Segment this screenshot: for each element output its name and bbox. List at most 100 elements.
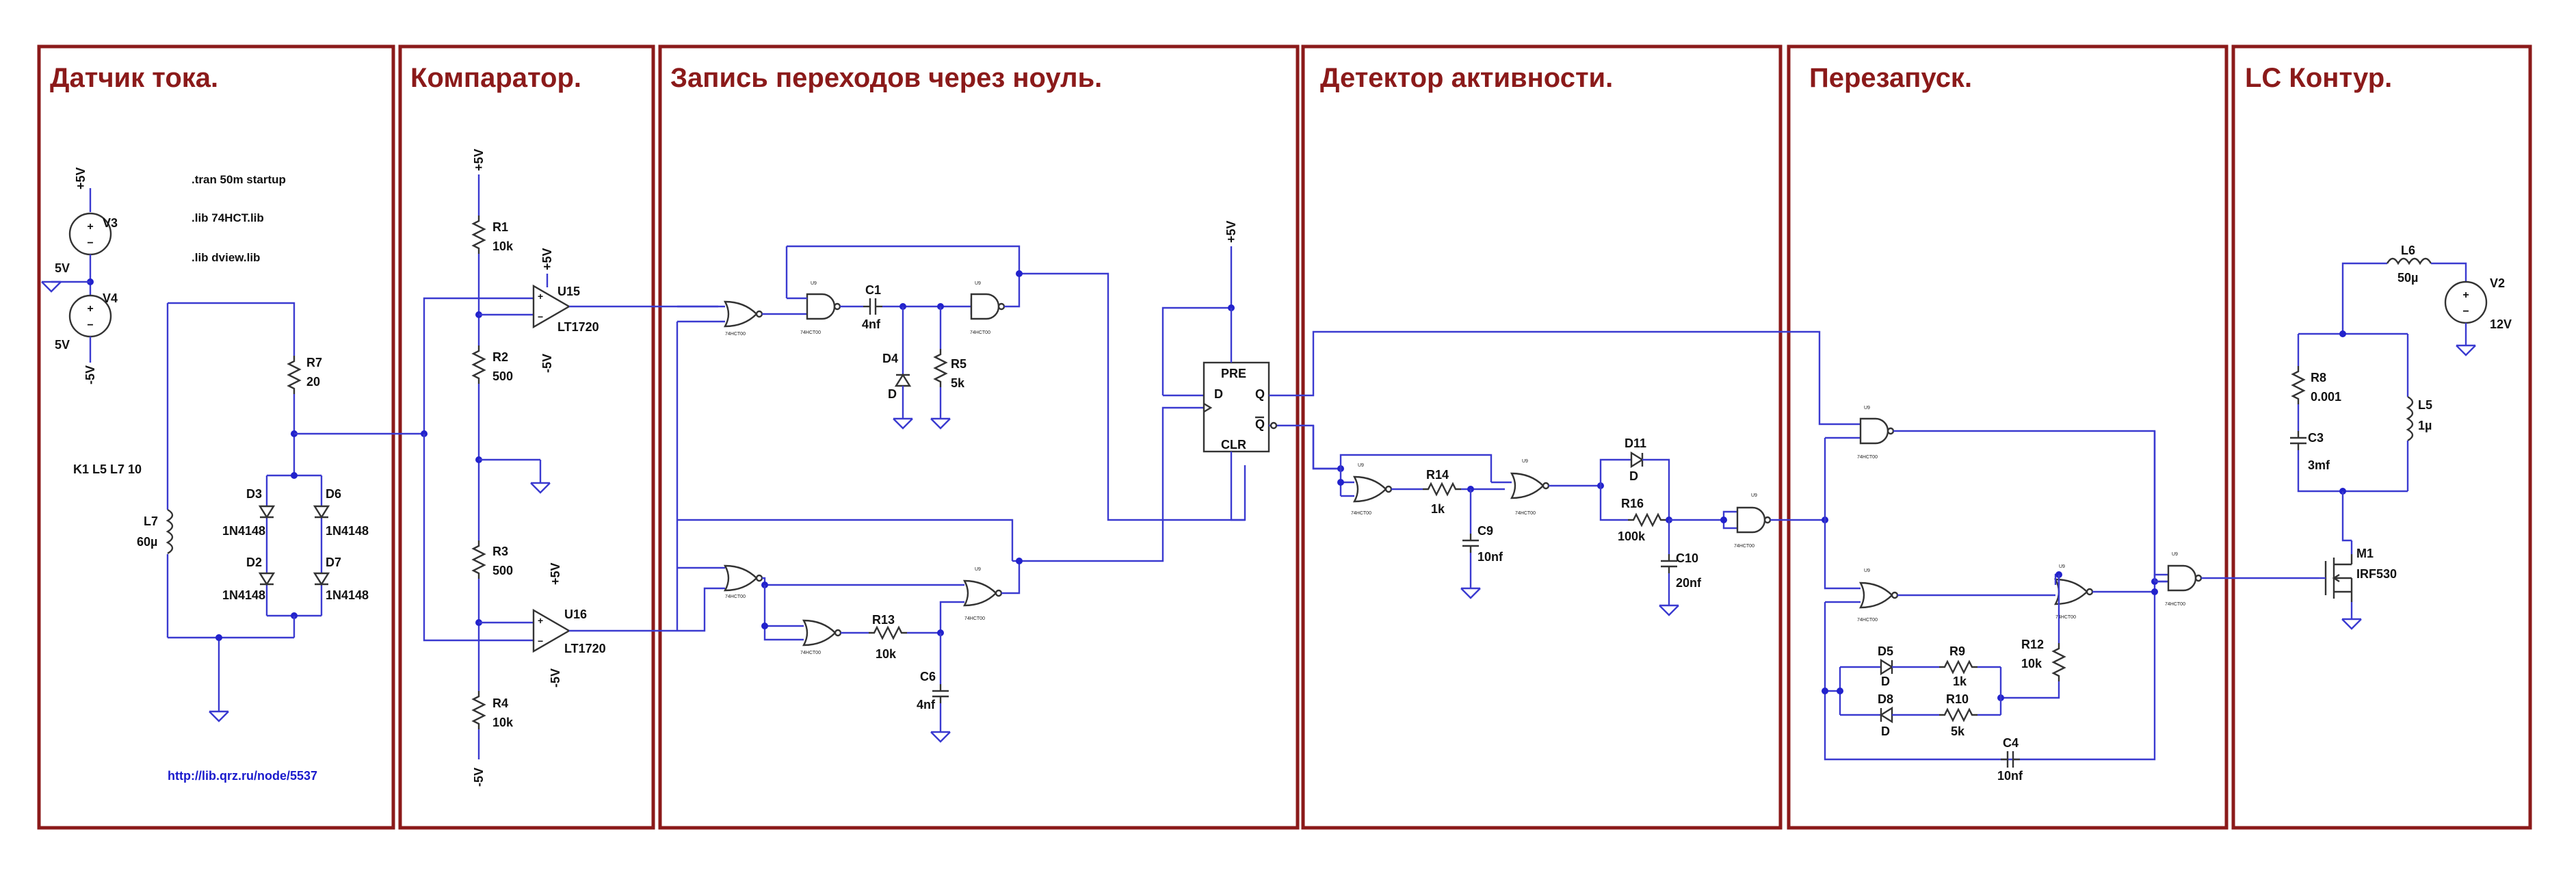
v3-plus-label: +5V — [74, 167, 88, 190]
c3-name: C3 — [2308, 431, 2324, 445]
r3-value: 500 — [492, 564, 513, 577]
c3-capacitor-icon — [2289, 430, 2308, 452]
u-nor-gate-icon — [1859, 582, 1899, 609]
gate-type: 74HCT00 — [725, 595, 746, 599]
u-nand-gate-icon — [970, 293, 1006, 320]
section-title: Компаратор. — [410, 63, 581, 93]
u-nor-gate-icon — [724, 300, 763, 328]
c1-value: 4nf — [862, 317, 881, 331]
gate-type: 74HCT00 — [1515, 511, 1536, 516]
r7-value: 20 — [306, 375, 320, 389]
section-sensor: Датчик тока. — [37, 44, 395, 830]
m1-name: M1 — [2356, 547, 2374, 560]
r2-resistor-icon — [472, 344, 486, 385]
d7-name: D7 — [326, 556, 341, 569]
v4-minus-label: -5V — [83, 365, 97, 384]
section-restart: Перезапуск. — [1787, 44, 2229, 830]
r1-resistor-icon — [472, 214, 486, 255]
d2-name: D2 — [246, 556, 262, 569]
r13-value: 10k — [876, 647, 897, 661]
ground-icon — [2455, 344, 2477, 356]
u-nor-gate-icon — [1353, 475, 1393, 503]
l6-value: 50µ — [2397, 271, 2418, 285]
gate-pin: U9 — [1358, 463, 1364, 468]
d6-name: D6 — [326, 487, 341, 501]
gate-pin: U9 — [1864, 569, 1870, 573]
u-nor-gate-icon — [1510, 472, 1550, 499]
u16-name: U16 — [564, 608, 587, 621]
u-nor-gate-icon — [802, 619, 842, 647]
c9-name: C9 — [1477, 524, 1493, 538]
r5-name: R5 — [951, 357, 967, 371]
ff-d-pin: D — [1214, 387, 1223, 401]
ground-icon — [930, 731, 951, 743]
r16-value: 100k — [1618, 530, 1646, 543]
c4-value: 10nf — [1997, 769, 2023, 783]
d5-type: D — [1881, 675, 1890, 688]
gate-pin: U9 — [1751, 493, 1757, 498]
l6-inductor-icon — [2386, 257, 2432, 265]
r16-name: R16 — [1621, 497, 1644, 510]
gate-pin: U9 — [2172, 552, 2178, 557]
section-zero-crossing: Запись переходов через ноуль. — [658, 44, 1300, 830]
r4-supply-label: -5V — [472, 768, 486, 787]
directive-lib2: .lib dview.lib — [192, 251, 260, 264]
u-nand-gate-icon — [806, 293, 841, 320]
gate-type: 74HCT00 — [1351, 511, 1371, 516]
d2-type: 1N4148 — [222, 588, 265, 602]
r8-value: 0.001 — [2311, 390, 2341, 404]
ground-icon — [40, 280, 62, 293]
r14-name: R14 — [1426, 468, 1449, 482]
v3-name: V3 — [103, 216, 118, 230]
gate-type: 74HCT00 — [970, 330, 990, 335]
gate-type: 74HCT00 — [800, 651, 821, 655]
r9-value: 1k — [1953, 675, 1967, 688]
d6-diode-icon — [313, 505, 330, 519]
section-frame — [1787, 44, 2229, 830]
u-nor-gate-icon — [2054, 578, 2094, 605]
section-frame — [2231, 44, 2532, 830]
d7-type: 1N4148 — [326, 588, 369, 602]
r16-resistor-icon — [1627, 513, 1668, 527]
section-title: Детектор активности. — [1320, 63, 1613, 93]
reference-link[interactable]: http://lib.qrz.ru/node/5537 — [168, 769, 317, 783]
d5-diode-icon — [1880, 659, 1893, 675]
section-title: Перезапуск. — [1809, 63, 1972, 93]
u-nand-gate-icon — [1859, 417, 1895, 445]
c1-name: C1 — [865, 283, 881, 297]
d4-diode-icon — [895, 374, 911, 387]
u-nor-gate-icon — [724, 564, 763, 592]
gate-pin: U9 — [975, 567, 981, 572]
m1-mosfet-icon — [2324, 554, 2353, 602]
r3-resistor-icon — [472, 539, 486, 580]
d2-diode-icon — [259, 572, 275, 586]
r12-name: R12 — [2021, 638, 2044, 651]
d7-diode-icon — [313, 572, 330, 586]
directive-tran: .tran 50m startup — [192, 173, 286, 186]
r10-value: 5k — [1951, 724, 1965, 738]
section-title: LC Контур. — [2245, 63, 2392, 93]
c10-capacitor-icon — [1659, 553, 1679, 575]
section-activity: Детектор активности. — [1301, 44, 1783, 830]
d3-diode-icon — [259, 505, 275, 519]
ground-icon — [1658, 604, 1680, 616]
r1-name: R1 — [492, 220, 508, 234]
r14-value: 1k — [1431, 502, 1445, 516]
c1-capacitor-icon — [862, 297, 884, 316]
ff-clr-pin: CLR — [1221, 438, 1246, 452]
ground-icon — [2341, 618, 2363, 630]
c6-value: 4nf — [917, 698, 936, 711]
r7-name: R7 — [306, 356, 322, 369]
r9-name: R9 — [1949, 644, 1965, 658]
section-frame — [37, 44, 395, 830]
u15-type: LT1720 — [557, 320, 599, 334]
ff-pre-pin: PRE — [1221, 367, 1246, 380]
d3-type: 1N4148 — [222, 524, 265, 538]
c3-value: 3mf — [2308, 458, 2330, 472]
gate-type: 74HCT00 — [1857, 455, 1878, 460]
v3-value: 5V — [55, 261, 70, 275]
d4-name: D4 — [882, 352, 898, 365]
u16-supply-label: +5V — [549, 562, 562, 585]
d4-type: D — [888, 387, 897, 401]
